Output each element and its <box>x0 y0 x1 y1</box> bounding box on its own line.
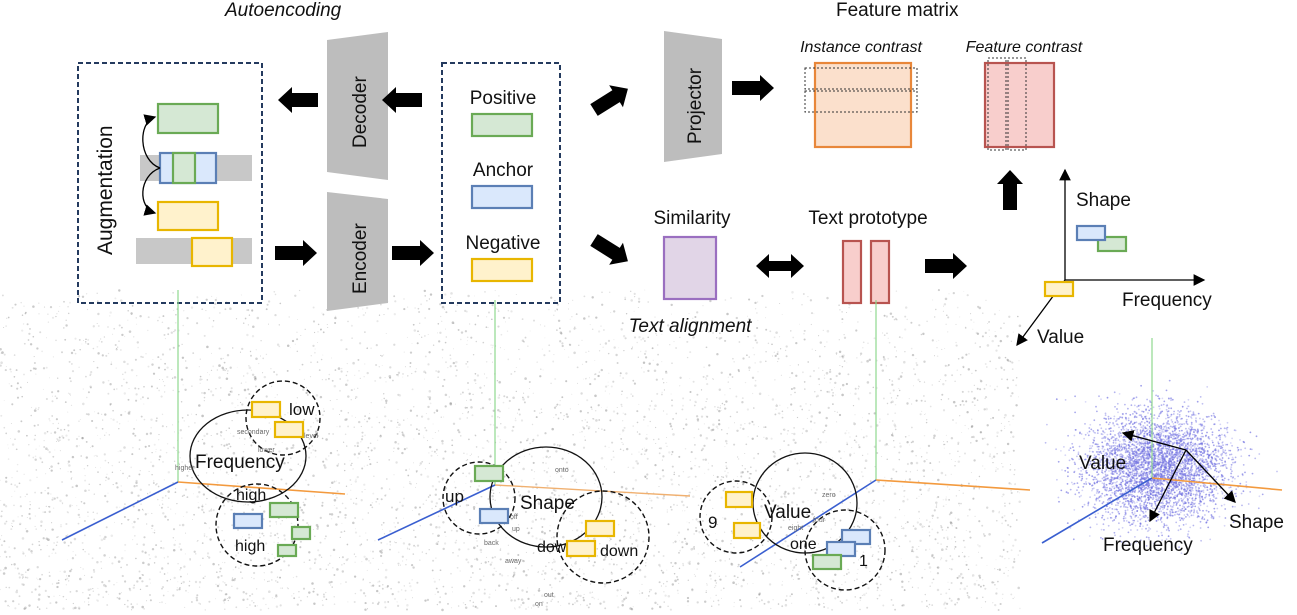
decoder-block: Decoder <box>327 32 388 180</box>
pipeline-arrows <box>275 75 1023 279</box>
arrow-prototype-to-axes <box>925 253 967 279</box>
word-high-2: high <box>235 538 265 555</box>
instance-contrast-label: Instance contrast <box>800 39 922 56</box>
arrow-sample-to-decoder <box>382 87 422 113</box>
token-away: away <box>505 558 522 565</box>
token-lower: lower <box>258 447 275 454</box>
text-prototype-label: Text prototype <box>808 208 927 229</box>
similarity-block: Similarity Text alignment <box>629 208 753 337</box>
augment-shifted-patch <box>190 236 234 268</box>
anchor-sample <box>470 184 534 210</box>
word-value: Value <box>764 502 811 523</box>
negative-label: Negative <box>466 233 541 254</box>
token-back: back <box>484 540 499 547</box>
projector-block: Projector <box>664 31 722 162</box>
augment-overlap-patch <box>171 151 197 185</box>
text-prototype-b <box>869 239 891 305</box>
word-up: up <box>445 487 464 506</box>
decoder-label: Decoder <box>350 76 371 148</box>
feature-contrast-matrix: Feature contrast <box>966 39 1083 151</box>
word-1: 1 <box>859 553 868 570</box>
token-higher: higher <box>175 465 195 472</box>
similarity-label: Similarity <box>653 208 731 229</box>
feature-col-highlight-2 <box>1007 57 1027 151</box>
word-low: low <box>289 400 315 419</box>
arrow-sample-to-projector <box>590 85 628 116</box>
augment-negative-patch <box>156 200 220 232</box>
word-high-1: high <box>236 487 266 504</box>
feature-matrix-title: Feature matrix <box>836 0 959 21</box>
cloud-value-label: Value <box>1079 453 1126 474</box>
arrow-augment-to-encoder <box>275 240 317 266</box>
instance-contrast-matrix: Instance contrast <box>800 39 922 149</box>
token-level: level <box>304 433 319 440</box>
token-four: four <box>813 517 826 524</box>
text-alignment-label: Text alignment <box>629 316 753 337</box>
word-frequency: Frequency <box>195 452 285 473</box>
augment-arrow-up <box>142 114 161 169</box>
feature-contrast-label: Feature contrast <box>966 39 1083 56</box>
token-zero: zero <box>822 492 836 499</box>
anchor-label: Anchor <box>473 160 534 181</box>
positive-sample <box>470 112 534 138</box>
axis-shape-label: Shape <box>1076 190 1131 211</box>
token-onto: onto <box>555 467 569 474</box>
augment-arrow-down <box>142 167 161 216</box>
token-secondary: secondary <box>237 429 270 436</box>
instance-row-highlight-1 <box>804 67 918 90</box>
arrow-axes-to-feature-contrast <box>997 170 1023 210</box>
positive-label: Positive <box>470 88 537 109</box>
token-eight: eight <box>788 525 803 532</box>
encoder-label: Encoder <box>350 223 371 294</box>
text-prototype-block: Text prototype <box>808 208 928 305</box>
word-down-2: down <box>600 543 638 560</box>
token-off: off <box>510 514 518 521</box>
arrow-decoder-to-augment <box>278 87 318 113</box>
feature-col-highlight-1 <box>987 57 1007 151</box>
word-down-1: down <box>537 539 575 556</box>
axis-value-label: Value <box>1037 327 1084 348</box>
axes-blue-patch <box>1075 224 1107 242</box>
token-up: up <box>512 526 520 533</box>
arrow-similarity-prototype <box>756 254 804 278</box>
axes-yellow-patch <box>1043 280 1075 298</box>
embedding-panel-frequency: secondary lower level higher low Frequen… <box>61 290 346 567</box>
text-prototype-a <box>841 239 863 305</box>
augmentation-box: Augmentation <box>77 62 263 304</box>
autoencoding-title: Autoencoding <box>224 0 342 21</box>
augmentation-label: Augmentation <box>94 125 117 255</box>
token-out: out <box>544 592 554 599</box>
arrow-projector-to-matrix <box>732 75 774 101</box>
embedding-panel-shape: onto off up back away out on up Shape do… <box>377 300 691 608</box>
word-9: 9 <box>708 513 717 532</box>
instance-row-highlight-2 <box>804 90 918 113</box>
feature-axes: Shape Frequency Value <box>1016 168 1212 348</box>
embedding-point-cloud <box>0 289 1022 612</box>
embedding-panel-value: zero four eight 9 Value one 1 <box>699 300 1031 591</box>
word-one: one <box>790 536 817 553</box>
arrow-sample-to-similarity <box>590 234 628 265</box>
embedding-panel-blue-cloud: Value Frequency Shape <box>1041 338 1284 556</box>
word-shape: Shape <box>520 493 575 514</box>
augment-positive-patch <box>156 102 220 135</box>
negative-sample <box>470 257 534 283</box>
cloud-shape-label: Shape <box>1229 512 1284 533</box>
projector-label: Projector <box>685 67 706 144</box>
sample-box: Positive Anchor Negative <box>441 62 561 304</box>
cloud-frequency-label: Frequency <box>1103 535 1193 556</box>
axis-frequency-label: Frequency <box>1122 290 1212 311</box>
encoder-block: Encoder <box>327 192 388 311</box>
arrow-encoder-to-sample <box>392 240 434 266</box>
token-on: on <box>535 601 543 608</box>
